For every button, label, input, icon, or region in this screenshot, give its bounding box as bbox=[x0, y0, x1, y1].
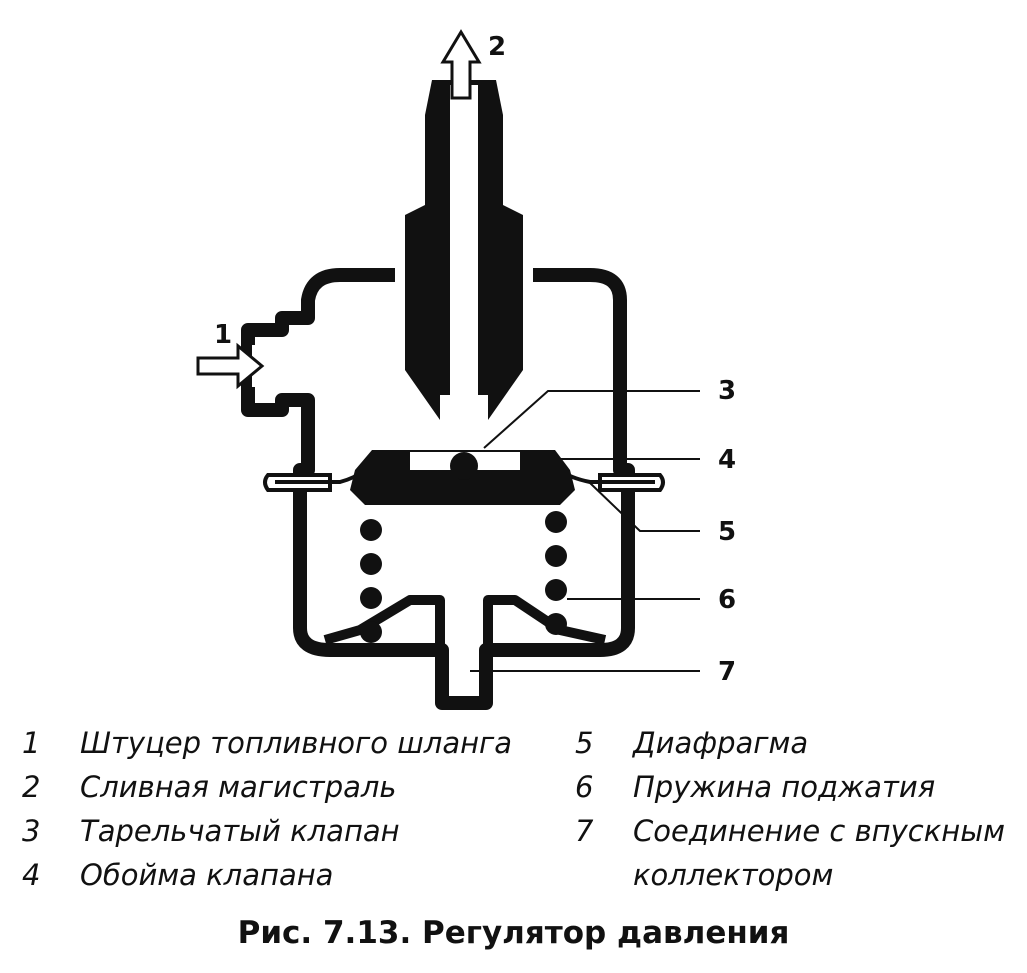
pressure-regulator-diagram: 1 2 3 4 5 6 7 bbox=[196, 29, 736, 710]
callout-6: 6 bbox=[718, 585, 736, 615]
legend-num: 1 bbox=[22, 726, 41, 760]
legend-label: Штуцер топливного шланга bbox=[80, 726, 513, 760]
callout-3: 3 bbox=[718, 376, 736, 406]
figure-caption: Рис. 7.13. Регулятор давления bbox=[237, 915, 790, 951]
legend-label: Сливная магистраль bbox=[80, 770, 397, 804]
legend-label: Пружина поджатия bbox=[633, 770, 936, 804]
valve-ball bbox=[450, 452, 478, 480]
legend-num: 4 bbox=[22, 858, 41, 892]
legend-label: Соединение с впускным bbox=[633, 814, 1005, 848]
lower-cup bbox=[323, 595, 607, 650]
legend-label: Диафрагма bbox=[633, 726, 809, 760]
inlet-arrow bbox=[196, 342, 265, 390]
legend-num: 7 bbox=[575, 814, 594, 848]
legend-label: Тарельчатый клапан bbox=[80, 814, 400, 848]
callout-1: 1 bbox=[214, 320, 232, 350]
outlet-bore-lower bbox=[440, 395, 488, 450]
legend-label: Обойма клапана bbox=[80, 858, 334, 892]
leader-lines bbox=[470, 390, 700, 672]
legend-num: 2 bbox=[22, 770, 41, 804]
legend-num: 5 bbox=[575, 726, 594, 760]
callout-2: 2 bbox=[488, 32, 506, 62]
callout-4: 4 bbox=[718, 445, 736, 475]
spring bbox=[360, 511, 567, 643]
outlet-bore bbox=[450, 85, 478, 447]
legend-num: 3 bbox=[22, 814, 41, 848]
callout-7: 7 bbox=[718, 657, 736, 687]
regulator-housing bbox=[241, 268, 635, 710]
legend-num: 6 bbox=[575, 770, 594, 804]
outlet-arrow bbox=[440, 29, 482, 100]
callout-5: 5 bbox=[718, 517, 736, 547]
legend-label: коллектором bbox=[633, 858, 834, 892]
